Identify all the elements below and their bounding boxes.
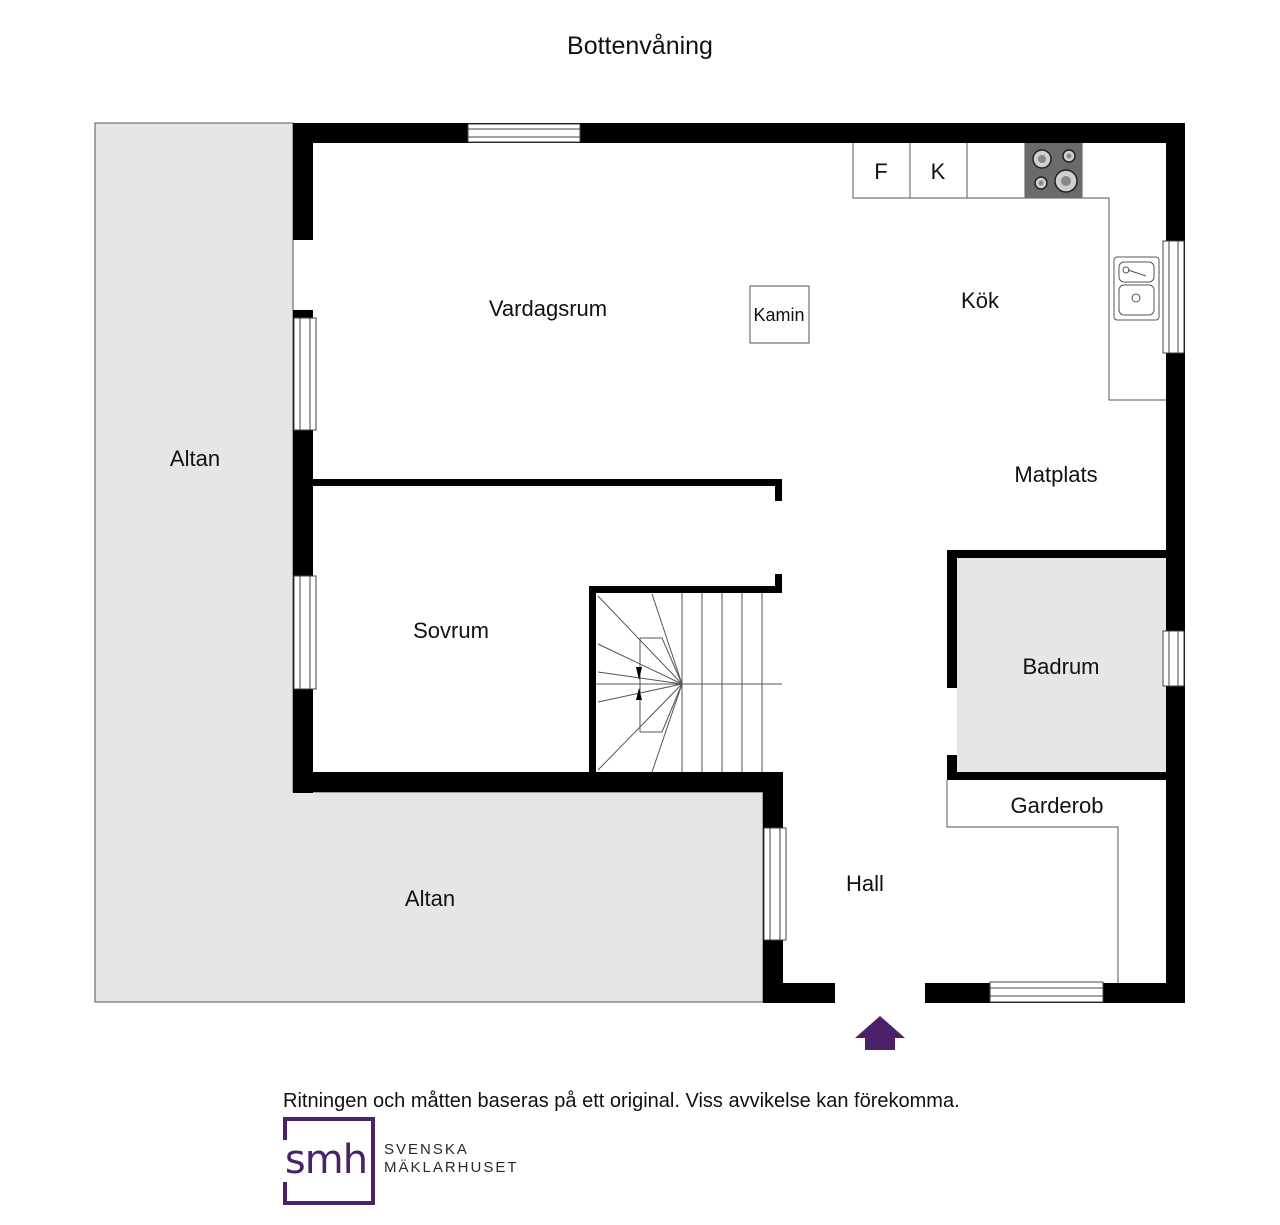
room-label-hall: Hall [846,871,884,896]
logo-mark: smh [277,1117,375,1205]
logo-line-1: SVENSKA [384,1141,469,1158]
room-label-vardagsrum: Vardagsrum [489,296,607,321]
badrum-area [957,558,1167,772]
fireplace-label: Kamin [753,305,804,325]
logo-line-2: MÄKLARHUSET [384,1159,519,1176]
fireplace-box [749,285,810,344]
room-label-garderob: Garderob [1011,793,1104,818]
interior-walls [313,479,1167,780]
freezer-label: K [931,159,946,184]
logo-mark-text: smh [285,1137,367,1183]
stair-direction-icon-2 [636,688,642,700]
room-label-altan-south: Altan [405,886,455,911]
room-label-badrum: Badrum [1022,654,1099,679]
room-label-altan-west: Altan [170,446,220,471]
staircase [596,593,782,773]
stove-icon [1025,143,1082,198]
room-label-sovrum: Sovrum [413,618,489,643]
room-label-kok: Kök [961,288,1000,313]
windows [293,123,1185,1003]
altan-area [94,122,764,1003]
floor-title: Bottenvåning [567,32,713,60]
fridge-label: F [874,159,887,184]
disclaimer-text: Ritningen och måtten baseras på ett orig… [283,1090,960,1112]
stair-direction-icon [636,667,642,680]
room-label-matplats: Matplats [1014,462,1097,487]
sink-icon [1113,256,1160,321]
entrance-arrow-icon [855,1016,905,1050]
garderob-outline [946,780,1119,983]
